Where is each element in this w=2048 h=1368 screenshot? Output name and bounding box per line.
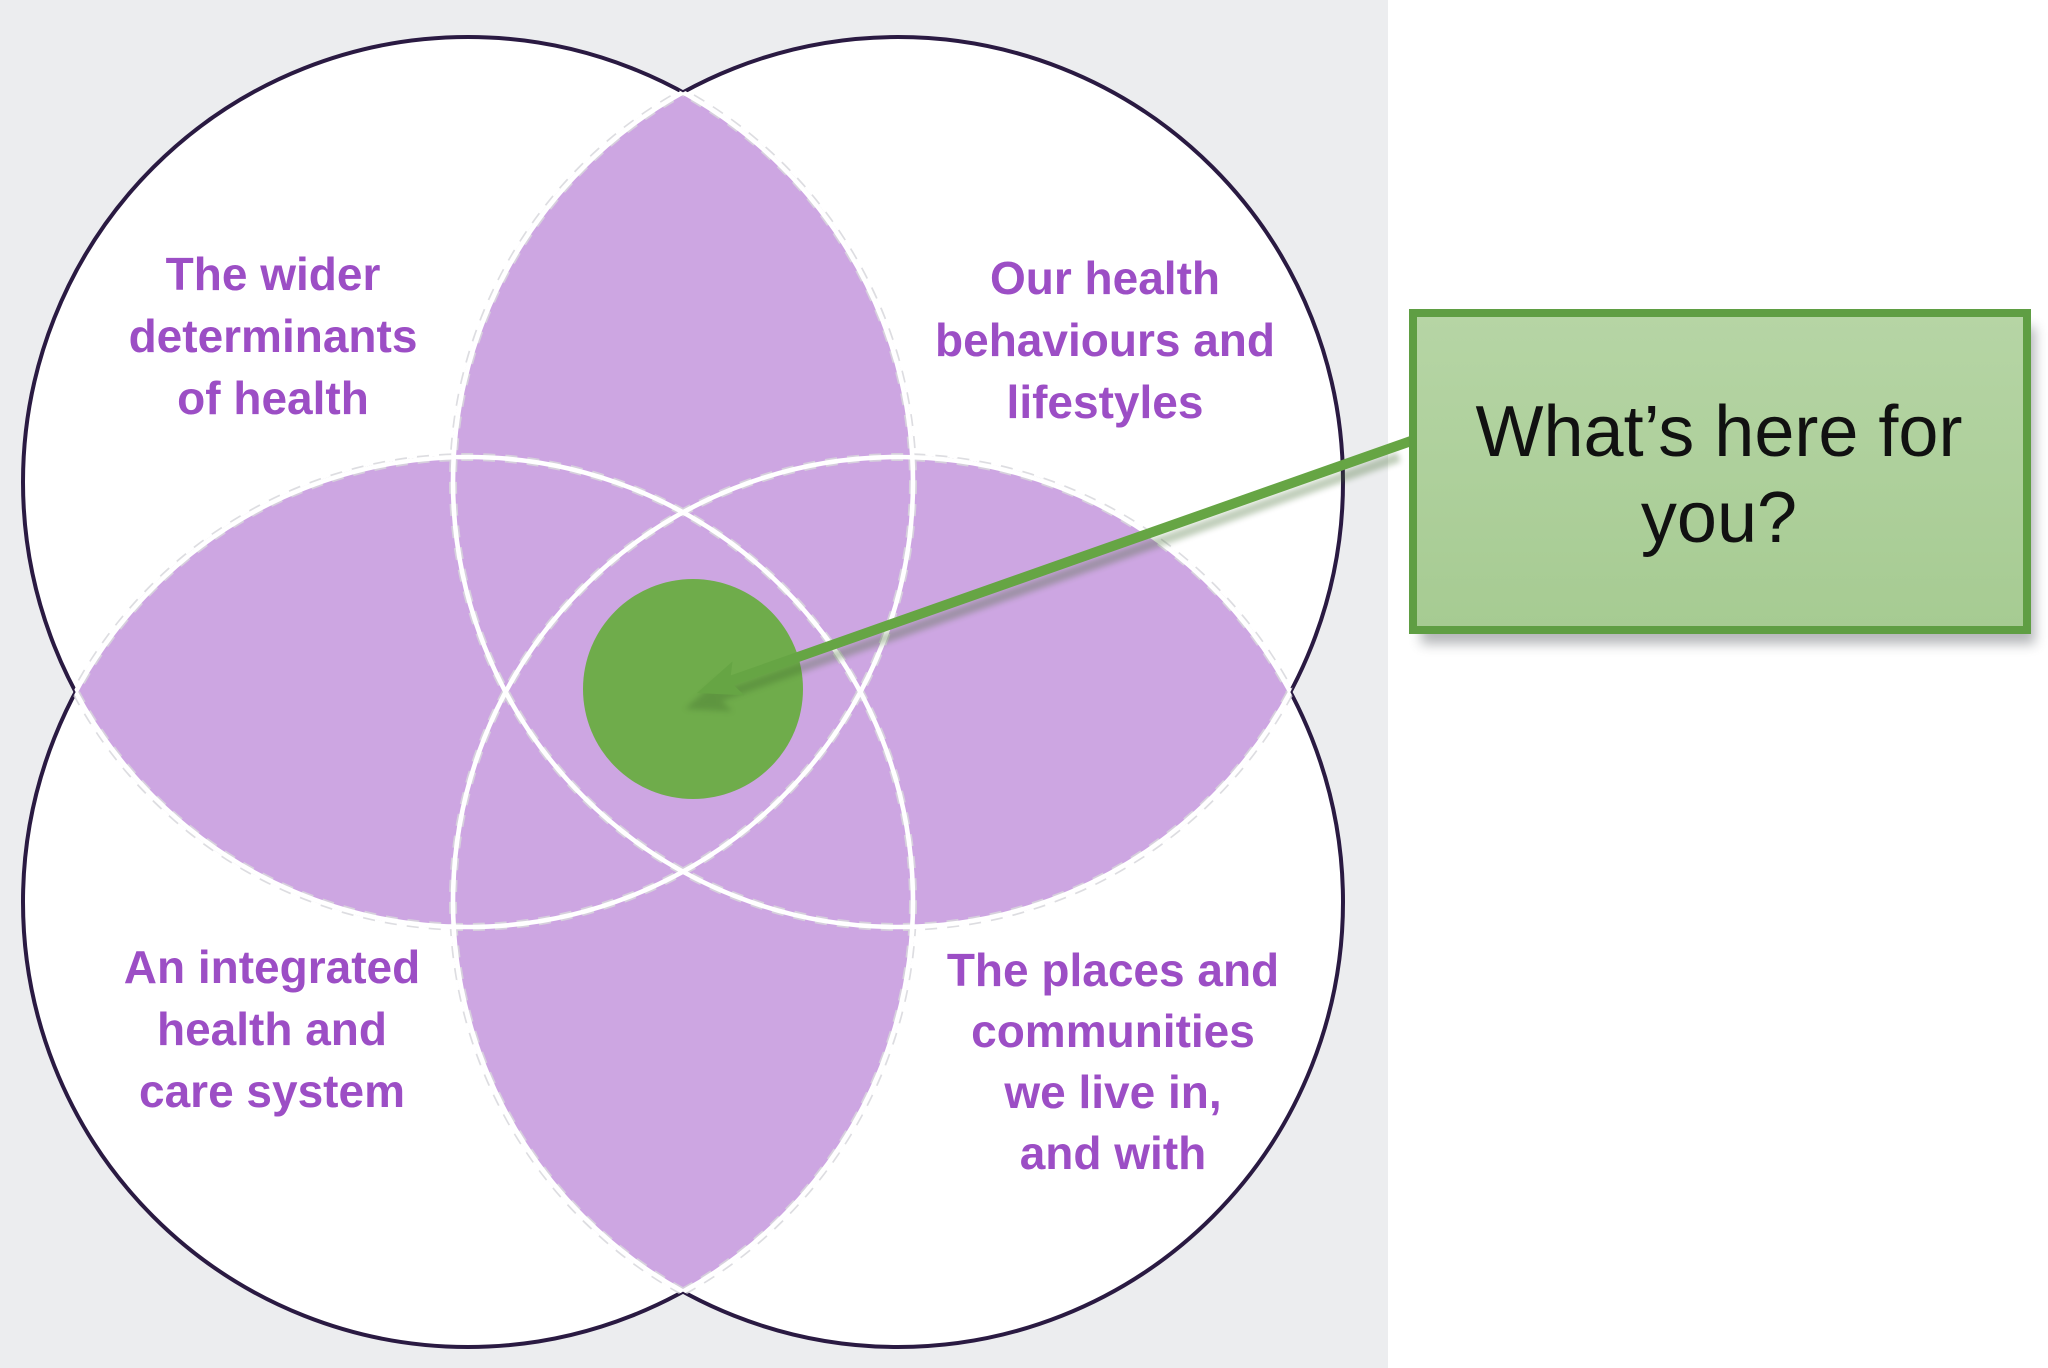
label-line: Our health [990, 252, 1220, 304]
label-line: The wider [166, 248, 381, 300]
venn-label-integrated-care: An integrated health and care system [124, 941, 420, 1117]
label-line: lifestyles [1007, 376, 1204, 428]
label-line: of health [177, 372, 369, 424]
callout-text: What’s here for you? [1476, 392, 1963, 558]
callout-text-line: What’s here for [1476, 392, 1963, 472]
callout-text-line: you? [1641, 478, 1797, 558]
petal-edges [23, 37, 1343, 1347]
label-line: The places and [947, 944, 1279, 996]
label-line: and with [1020, 1127, 1207, 1179]
label-line: determinants [129, 310, 418, 362]
venn-label-places-communities: The places and communities we live in, a… [947, 944, 1279, 1179]
connector-shadow [685, 452, 1401, 712]
connector-arrowhead-icon [697, 661, 745, 696]
venn-label-wider-determinants: The wider determinants of health [129, 248, 418, 424]
connector-line [728, 436, 1413, 686]
label-line: we live in, [1003, 1066, 1221, 1118]
label-line: An integrated [124, 941, 420, 993]
center-circle [583, 579, 803, 799]
label-line: care system [139, 1065, 405, 1117]
callout-box [1409, 309, 2031, 634]
label-line: behaviours and [935, 314, 1275, 366]
label-line: health and [157, 1003, 387, 1055]
label-line: communities [971, 1005, 1255, 1057]
venn-label-health-behaviours: Our health behaviours and lifestyles [935, 252, 1275, 428]
